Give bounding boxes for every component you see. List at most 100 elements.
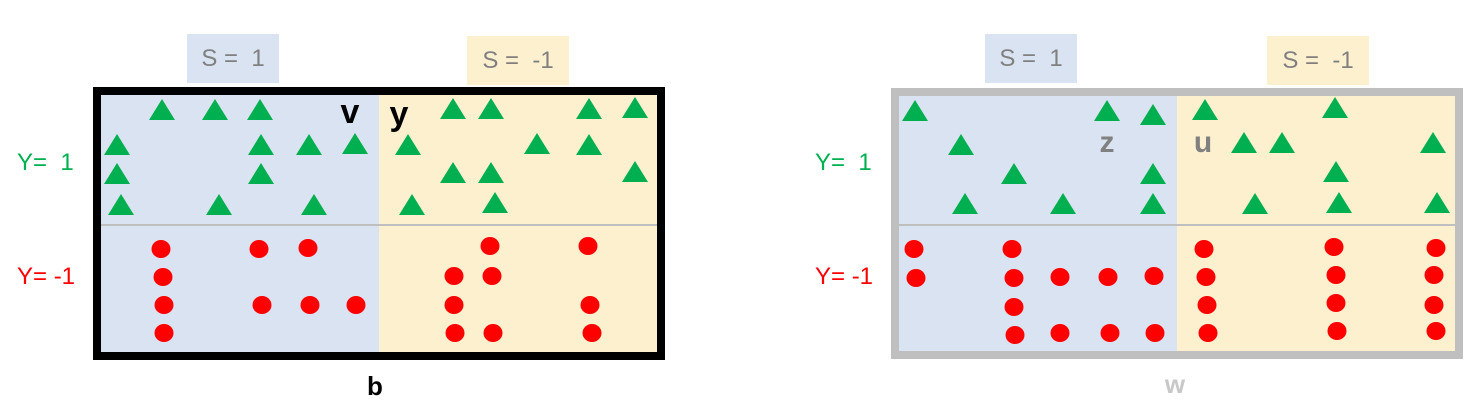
positive-triangle-marker-left [104,163,130,184]
s-negative-text: S = -1 [482,46,554,74]
positive-triangle-marker-right [1050,193,1076,214]
positive-triangle-marker-left [202,99,228,120]
positive-triangle-marker-left [301,194,327,215]
positive-triangle-marker-right [948,134,974,155]
negative-circle-marker-left [346,296,366,314]
negative-circle-marker-right [1426,239,1446,257]
negative-circle-marker-right [1326,294,1346,312]
positive-triangle-marker-left [395,134,421,155]
negative-circle-marker-left [154,324,174,342]
negative-circle-marker-right [1198,324,1218,342]
annotation-u: u [1193,126,1213,159]
negative-circle-marker-right [1004,269,1024,287]
bottom-label-b: b [367,371,383,401]
negative-circle-marker-right [1145,324,1165,342]
negative-circle-marker-left [300,296,320,314]
y-divider-line [899,224,1455,226]
annotation-y: y [389,95,409,133]
positive-triangle-marker-right [1140,193,1166,214]
positive-triangle-marker-left [482,192,508,213]
positive-triangle-marker-right [1140,104,1166,125]
s-negative-region [379,95,657,352]
negative-circle-marker-left [298,239,318,257]
positive-triangle-marker-left [576,98,602,119]
positive-triangle-marker-right [1094,100,1120,121]
positive-triangle-marker-left [247,99,273,120]
positive-triangle-marker-left [296,134,322,155]
bottom-label-w: w [1164,369,1186,399]
positive-triangle-marker-right [1420,132,1446,153]
negative-circle-marker-left [578,237,598,255]
negative-circle-marker-right [1424,296,1444,314]
negative-circle-marker-left [444,296,464,314]
y-negative-label-left: Y= -1 [17,263,76,290]
positive-triangle-marker-left [342,133,368,154]
positive-triangle-marker-left [524,133,550,154]
negative-circle-marker-right [1100,324,1120,342]
s-negative-text: S = -1 [1282,46,1354,74]
s-positive-label-left: S = 1 [187,34,279,83]
negative-circle-marker-left [153,268,173,286]
annotation-z: z [1099,126,1115,159]
positive-triangle-marker-left [104,134,130,155]
s-positive-region [899,96,1177,351]
s-negative-region [1177,96,1455,351]
s-positive-region [101,95,379,352]
s-positive-text: S = 1 [201,44,265,72]
negative-circle-marker-left [445,324,465,342]
negative-circle-marker-left [483,324,503,342]
positive-triangle-marker-left [108,194,134,215]
annotation-v: v [340,93,360,131]
positive-triangle-marker-right [1269,132,1295,153]
left-panel-box [93,87,665,360]
positive-triangle-marker-left [149,99,175,120]
positive-triangle-marker-right [1140,163,1166,184]
negative-circle-marker-left [154,296,174,314]
negative-circle-marker-right [1327,322,1347,340]
y-divider-line [101,224,657,226]
negative-circle-marker-left [444,267,464,285]
positive-triangle-marker-right [1192,99,1218,120]
negative-circle-marker-left [482,267,502,285]
positive-triangle-marker-right [1001,163,1027,184]
positive-triangle-marker-left [576,134,602,155]
negative-circle-marker-right [1002,240,1022,258]
negative-circle-marker-right [1194,240,1214,258]
positive-triangle-marker-left [248,134,274,155]
negative-circle-marker-right [1098,268,1118,286]
negative-circle-marker-right [1424,266,1444,284]
negative-circle-marker-right [1050,268,1070,286]
negative-circle-marker-right [1197,296,1217,314]
negative-circle-marker-right [1324,238,1344,256]
negative-circle-marker-right [904,240,924,258]
negative-circle-marker-left [252,296,272,314]
negative-circle-marker-left [151,240,171,258]
positive-triangle-marker-right [1424,192,1450,213]
positive-triangle-marker-right [1242,193,1268,214]
negative-circle-marker-left [249,240,269,258]
s-negative-label-right: S = -1 [1267,36,1369,85]
negative-circle-marker-right [906,269,926,287]
y-positive-label-left: Y= 1 [17,149,74,176]
positive-triangle-marker-left [399,194,425,215]
y-negative-label-right: Y= -1 [815,263,874,290]
s-positive-label-right: S = 1 [985,34,1077,83]
positive-triangle-marker-left [622,161,648,182]
positive-triangle-marker-left [206,194,232,215]
negative-circle-marker-right [1426,322,1446,340]
negative-circle-marker-right [1196,268,1216,286]
negative-circle-marker-right [1005,326,1025,344]
negative-circle-marker-right [1004,298,1024,316]
s-negative-label-left: S = -1 [467,36,569,85]
positive-triangle-marker-left [248,163,274,184]
positive-triangle-marker-right [1323,161,1349,182]
positive-triangle-marker-left [478,98,504,119]
positive-triangle-marker-right [952,193,978,214]
positive-triangle-marker-left [440,162,466,183]
positive-triangle-marker-right [1326,192,1352,213]
s-positive-text: S = 1 [999,44,1063,72]
positive-triangle-marker-left [478,162,504,183]
right-panel-box [891,88,1463,359]
positive-triangle-marker-right [902,100,928,121]
